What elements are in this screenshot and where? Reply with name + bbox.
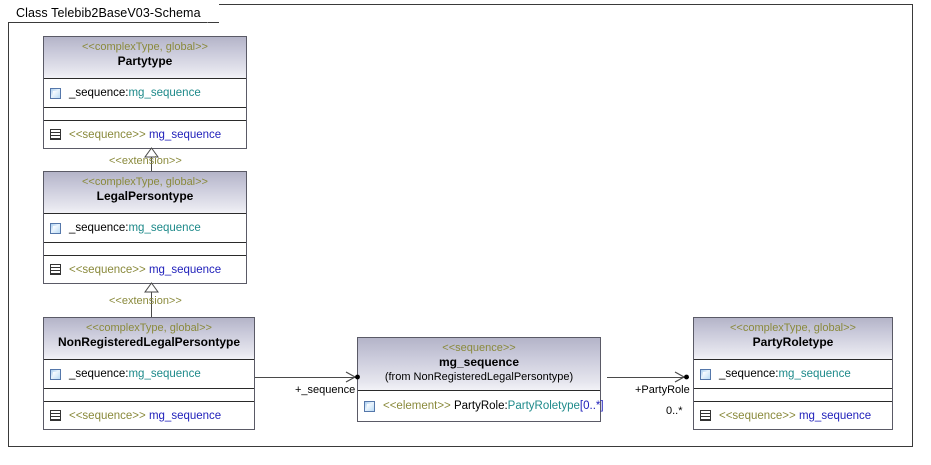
class-name: PartyRoletype (752, 335, 834, 349)
class-stereotype: <<complexType, global>> (86, 322, 212, 334)
assoc-arrowhead-partyrole (674, 371, 689, 383)
diagram-canvas[interactable]: <<extension>> <<extension>> +_sequence +… (8, 4, 913, 447)
element-icon (364, 400, 375, 412)
operation-name: mg_sequence (148, 128, 222, 141)
class-header-legalpersontype: <<complexType, global>> LegalPersontype (44, 172, 246, 214)
assoc-arrowhead-sequence (345, 371, 360, 383)
element-icon (700, 368, 711, 380)
extension-line-1 (151, 152, 152, 178)
extension-arrowhead-2 (144, 282, 159, 293)
class-header-partyroletype: <<complexType, global>> PartyRoletype (694, 318, 892, 360)
class-attribute-row[interactable]: _sequence:mg_sequence (44, 214, 246, 243)
class-stereotype: <<complexType, global>> (730, 322, 856, 334)
class-name: LegalPersontype (96, 189, 194, 203)
class-operation-row[interactable]: <<sequence>> mg_sequence (694, 402, 892, 429)
class-operation-row[interactable]: <<sequence>> mg_sequence (44, 121, 246, 148)
element-icon (50, 87, 61, 99)
operation-name: mg_sequence (148, 263, 222, 276)
class-attribute-row[interactable]: _sequence:mg_sequence (694, 360, 892, 389)
class-name: Partytype (117, 54, 173, 68)
sequence-icon (50, 264, 61, 275)
operation-stereotype: <<sequence>> (69, 128, 146, 141)
operation-name: mg_sequence (148, 409, 222, 422)
class-attribute-row[interactable]: _sequence:mg_sequence (44, 360, 254, 389)
assoc-label-partyrole-multiplicity: 0..* (666, 405, 683, 417)
attribute-type: mg_sequence (128, 222, 201, 234)
class-box-mg-sequence[interactable]: <<sequence>> mg_sequence (from NonRegist… (357, 337, 604, 422)
assoc-label-sequence: +_sequence (295, 384, 356, 396)
element-icon (50, 368, 61, 380)
class-attribute-row[interactable]: _sequence:mg_sequence (44, 79, 246, 108)
attribute-name: _sequence: (69, 222, 129, 234)
extension-label-1: <<extension>> (109, 155, 182, 167)
attribute-type: mg_sequence (128, 368, 201, 380)
assoc-line-sequence (255, 377, 357, 378)
class-header-mg-sequence: <<sequence>> mg_sequence (from NonRegist… (358, 338, 600, 391)
class-from-note: (from NonRegisteredLegalPersontype) (384, 371, 574, 383)
class-box-legalpersontype[interactable]: <<complexType, global>> LegalPersontype … (43, 171, 247, 284)
diagram-title-label: Class Telebib2BaseV03-Schema (8, 4, 207, 23)
operation-stereotype: <<sequence>> (69, 409, 146, 422)
extension-arrowhead-1 (144, 147, 159, 158)
class-box-partyroletype[interactable]: <<complexType, global>> PartyRoletype _s… (693, 317, 893, 430)
class-header-nonregisteredlegalpersontype: <<complexType, global>> NonRegisteredLeg… (44, 318, 254, 360)
sequence-icon (50, 410, 61, 421)
member-name: PartyRole: (453, 400, 508, 412)
attribute-name: _sequence: (69, 368, 129, 380)
class-empty-compartment (44, 389, 254, 402)
class-empty-compartment (694, 389, 892, 402)
class-stereotype: <<complexType, global>> (82, 176, 208, 188)
operation-stereotype: <<sequence>> (69, 263, 146, 276)
class-empty-compartment (44, 108, 246, 121)
member-type: PartyRoletype (507, 400, 580, 412)
attribute-type: mg_sequence (778, 368, 851, 380)
class-stereotype: <<complexType, global>> (82, 41, 208, 53)
sequence-icon (700, 410, 711, 421)
attribute-name: _sequence: (719, 368, 779, 380)
class-header-partytype: <<complexType, global>> Partytype (44, 37, 246, 79)
class-empty-compartment (44, 243, 246, 256)
member-stereotype: <<element>> (383, 400, 451, 412)
class-operation-row[interactable]: <<sequence>> mg_sequence (44, 256, 246, 283)
operation-name: mg_sequence (798, 409, 872, 422)
diagram-title-tab[interactable]: Class Telebib2BaseV03-Schema (8, 3, 219, 23)
extension-label-2: <<extension>> (109, 295, 182, 307)
operation-stereotype: <<sequence>> (719, 409, 796, 422)
sequence-icon (50, 129, 61, 140)
class-name: mg_sequence (438, 355, 520, 369)
class-operation-row[interactable]: <<sequence>> mg_sequence (44, 402, 254, 429)
class-box-nonregisteredlegalpersontype[interactable]: <<complexType, global>> NonRegisteredLeg… (43, 317, 255, 430)
class-name: NonRegisteredLegalPersontype (57, 335, 241, 349)
attribute-type: mg_sequence (128, 87, 201, 99)
class-box-partytype[interactable]: <<complexType, global>> Partytype _seque… (43, 36, 247, 149)
assoc-line-partyrole (607, 377, 689, 378)
extension-line-2 (151, 287, 152, 317)
attribute-name: _sequence: (69, 87, 129, 99)
member-multiplicity: [0..*] (579, 400, 604, 412)
class-member-row[interactable]: <<element>> PartyRole:PartyRoletype[0..*… (358, 391, 604, 421)
element-icon (50, 222, 61, 234)
class-stereotype: <<sequence>> (442, 342, 516, 354)
title-tab-fold-corner (206, 3, 219, 23)
assoc-label-partyrole-role: +PartyRole (635, 384, 690, 396)
